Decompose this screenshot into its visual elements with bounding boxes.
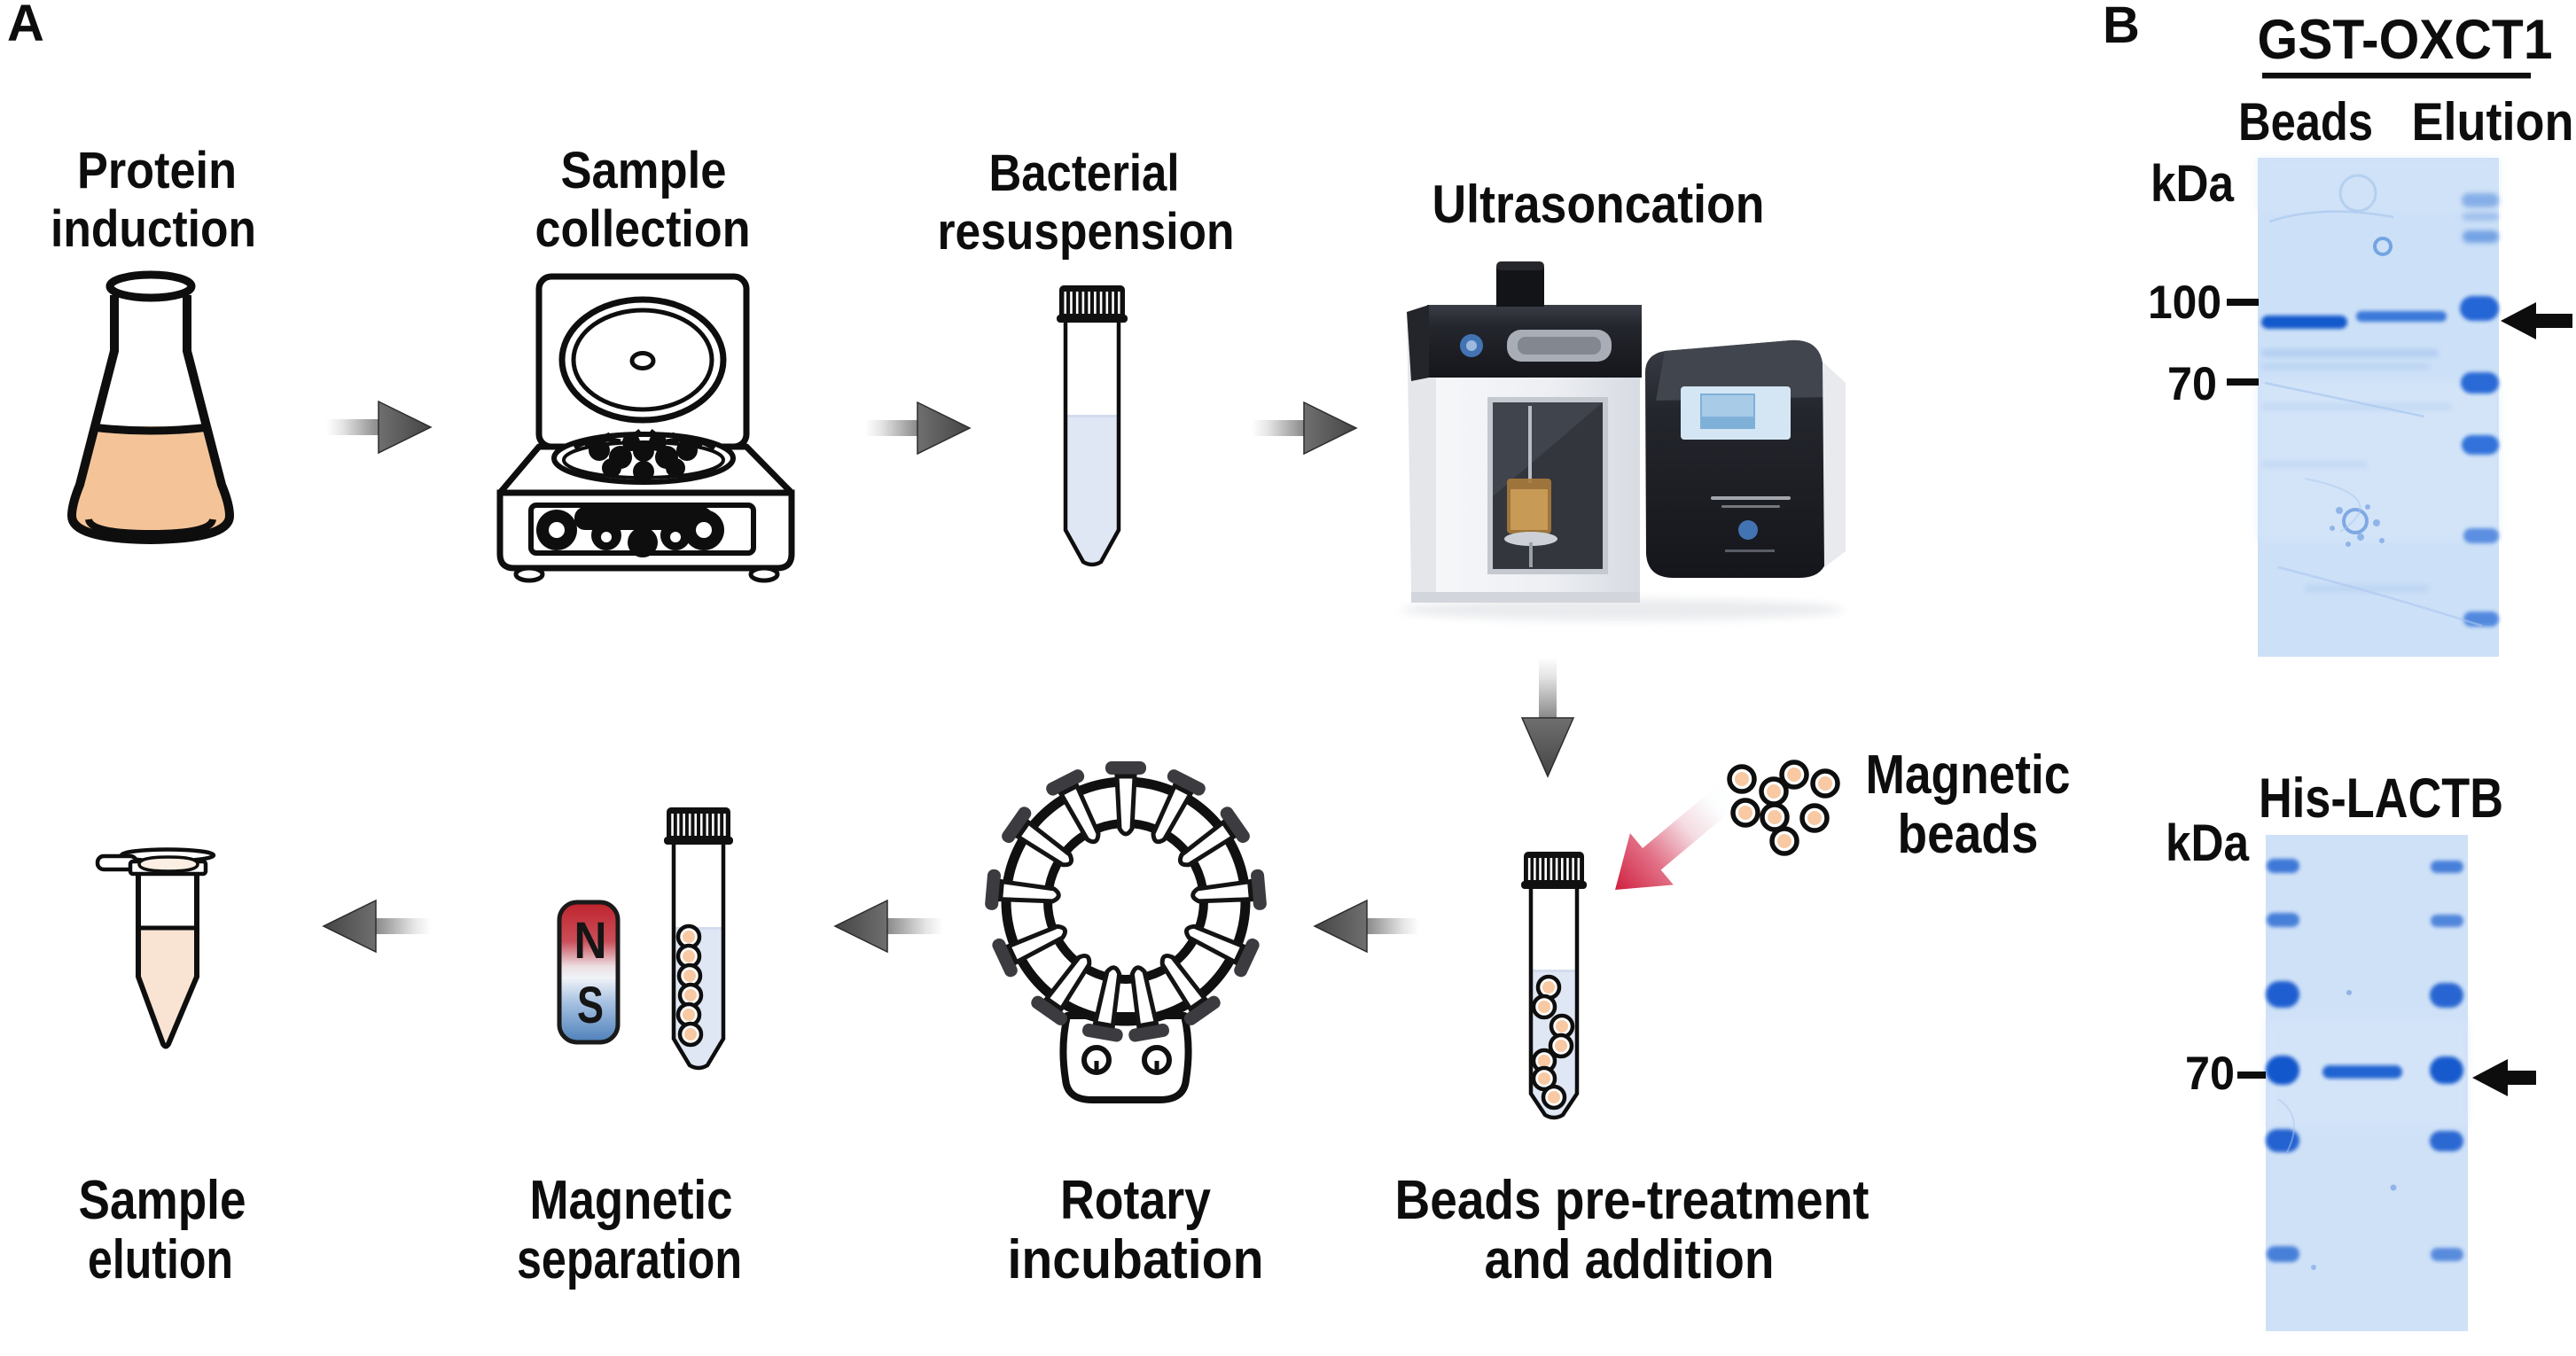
svg-text:70: 70 bbox=[2167, 358, 2217, 410]
svg-text:elution: elution bbox=[88, 1229, 233, 1290]
svg-text:resuspension: resuspension bbox=[938, 203, 1235, 261]
svg-text:Ultrasoncation: Ultrasoncation bbox=[1432, 175, 1765, 234]
svg-text:N: N bbox=[574, 912, 607, 970]
svg-text:incubation: incubation bbox=[1008, 1229, 1264, 1290]
svg-text:S: S bbox=[577, 977, 604, 1034]
svg-text:induction: induction bbox=[51, 200, 256, 258]
svg-text:Beads: Beads bbox=[2238, 92, 2373, 152]
svg-text:Elution: Elution bbox=[2412, 92, 2574, 152]
svg-text:kDa: kDa bbox=[2166, 814, 2250, 872]
svg-text:Protein: Protein bbox=[77, 142, 237, 199]
svg-text:100: 100 bbox=[2148, 277, 2221, 329]
svg-text:collection: collection bbox=[535, 200, 751, 258]
svg-text:kDa: kDa bbox=[2151, 155, 2235, 213]
svg-text:Sample: Sample bbox=[561, 142, 727, 199]
svg-text:Magnetic: Magnetic bbox=[1866, 744, 2071, 806]
svg-text:beads: beads bbox=[1898, 804, 2039, 865]
svg-text:separation: separation bbox=[517, 1229, 742, 1290]
svg-text:GST-OXCT1: GST-OXCT1 bbox=[2258, 9, 2553, 71]
svg-text:Sample: Sample bbox=[79, 1170, 246, 1231]
svg-text:70: 70 bbox=[2185, 1048, 2235, 1100]
svg-text:His-LACTB: His-LACTB bbox=[2259, 768, 2503, 830]
svg-text:Beads pre-treatment: Beads pre-treatment bbox=[1395, 1170, 1870, 1231]
svg-text:Rotary: Rotary bbox=[1060, 1170, 1211, 1231]
svg-text:B: B bbox=[2103, 0, 2140, 54]
svg-text:Bacterial: Bacterial bbox=[989, 144, 1180, 202]
svg-text:Magnetic: Magnetic bbox=[530, 1170, 733, 1231]
svg-text:A: A bbox=[7, 0, 44, 52]
svg-text:and addition: and addition bbox=[1485, 1229, 1775, 1290]
